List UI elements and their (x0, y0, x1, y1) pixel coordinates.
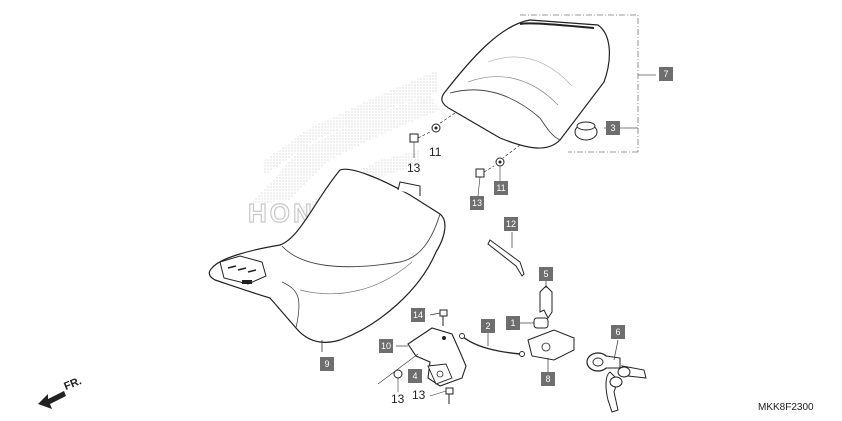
bolt-13-lower (377, 353, 454, 404)
hex-wrench (487, 232, 525, 277)
callout-3: 3 (606, 121, 620, 135)
pillion-seat (441, 19, 610, 149)
label-13-lower-right: 13 (412, 388, 426, 402)
label-11: 11 (429, 145, 442, 159)
callout-9: 9 (320, 357, 334, 371)
callout-14: 14 (411, 308, 425, 322)
key-cylinder (586, 339, 647, 413)
bolt-14 (429, 309, 448, 326)
callout-8: 8 (541, 372, 555, 386)
stopper (520, 317, 549, 329)
label-13-upper: 13 (407, 161, 421, 175)
label-13-lower-left: 13 (391, 392, 405, 406)
seat-lock-assembly (396, 327, 467, 387)
diagram-code: MKK8F2300 (758, 402, 814, 413)
callout-12: 12 (504, 217, 518, 231)
bolt-washer-upper (409, 123, 441, 158)
callout-7: 7 (659, 67, 673, 81)
callout-6: 6 (611, 325, 625, 339)
callout-10: 10 (379, 339, 393, 353)
callout-4: 4 (408, 369, 422, 383)
callout-11: 11 (494, 181, 508, 195)
rubber-cushion (574, 121, 598, 141)
bolt-washer-lower (475, 157, 505, 197)
clip (539, 280, 553, 319)
callout-1: 1 (506, 316, 520, 330)
seat-lock-cable (459, 332, 525, 357)
callout-13: 13 (470, 196, 484, 210)
seat-lock-bracket (527, 329, 575, 372)
main-seat (208, 168, 446, 352)
callout-5: 5 (539, 267, 553, 281)
front-direction-arrow (38, 391, 66, 409)
callout-2: 2 (481, 319, 495, 333)
